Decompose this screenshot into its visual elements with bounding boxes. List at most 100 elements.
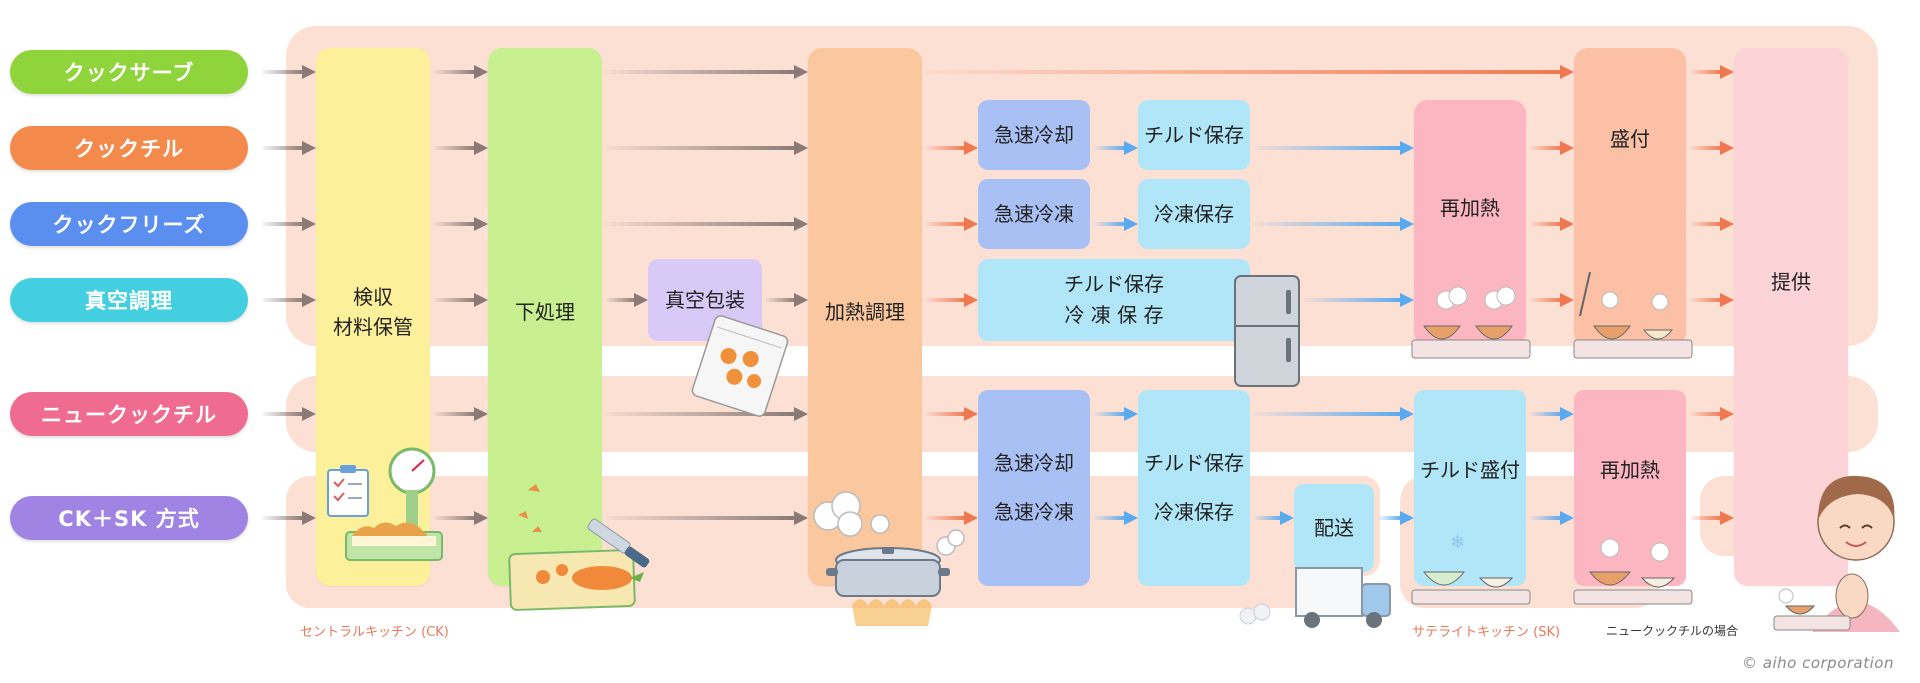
flow-arrow — [1690, 407, 1734, 421]
person-icon — [1773, 475, 1900, 632]
flow-arrow — [262, 407, 316, 421]
clipboard-icon — [327, 465, 369, 517]
method-new-cook-chill: ニュークックチル — [10, 392, 248, 436]
flow-arrow — [1690, 65, 1734, 79]
flow-arrow — [1530, 407, 1574, 421]
flow-arrow — [1254, 407, 1414, 421]
vacuum-frozen-storage-label: 冷 凍 保 存 — [1064, 303, 1164, 327]
flow-arrow — [606, 407, 808, 421]
flow-arrow — [1304, 293, 1414, 307]
rapid-freeze-label-top: 急速冷凍 — [994, 201, 1074, 226]
prep-column: 下処理 — [488, 48, 602, 586]
method-cook-freeze: クックフリーズ — [10, 202, 248, 246]
method-cook-serve: クックサーブ — [10, 50, 248, 94]
chilled-storage-label-top: チルド保存 — [1144, 122, 1244, 147]
truck-icon — [1239, 567, 1391, 628]
flow-arrow — [1254, 217, 1414, 231]
flow-arrow — [926, 511, 978, 525]
reheat-label-top: 再加熱 — [1440, 196, 1500, 220]
flow-arrow — [1094, 511, 1138, 525]
cutting-board-icon — [508, 484, 650, 611]
vacuum-storage-box: チルド保存 冷 凍 保 存 — [978, 259, 1250, 341]
flow-arrow — [606, 65, 808, 79]
flow-arrow — [926, 141, 978, 155]
flow-arrow — [262, 293, 316, 307]
flow-arrow — [1690, 293, 1734, 307]
prep-label: 下処理 — [515, 300, 575, 324]
method-ck-sk: CK＋SK 方式 — [10, 496, 248, 540]
chilled-bowl-tray-icon: ❄ — [1411, 532, 1531, 605]
plating-tray-icon — [1573, 271, 1693, 359]
flow-arrow — [1254, 511, 1294, 525]
flow-arrow — [434, 293, 488, 307]
flow-arrow — [1378, 511, 1414, 525]
flow-arrow — [606, 511, 808, 525]
pot-icon — [826, 547, 950, 626]
flow-arrow — [926, 217, 978, 231]
satellite-kitchen-label: サテライトキッチン (SK) — [1412, 625, 1561, 640]
flow-arrow — [434, 217, 488, 231]
flow-arrow — [1530, 141, 1574, 155]
frozen-storage-label-top: 冷凍保存 — [1154, 201, 1234, 226]
plating-label: 盛付 — [1610, 127, 1650, 151]
flow-arrow — [606, 141, 808, 155]
delivery-label: 配送 — [1314, 515, 1354, 540]
flow-arrow — [434, 65, 488, 79]
flow-arrow — [926, 65, 1574, 79]
method-cook-chill: クックチル — [10, 126, 248, 170]
chilled-storage-box-top: チルド保存 — [1138, 100, 1250, 170]
flow-arrow — [1530, 293, 1574, 307]
bowl-tray-icon — [1411, 286, 1531, 359]
central-kitchen-label: セントラルキッチン (CK) — [300, 625, 449, 640]
flow-arrow — [926, 293, 978, 307]
flow-arrow — [606, 217, 808, 231]
copyright-label: © aiho corporation — [1742, 654, 1894, 672]
rapid-freeze-label-bottom: 急速冷凍 — [994, 500, 1074, 524]
rapid-chill-box-top: 急速冷却 — [978, 100, 1090, 170]
inspection-label: 検収 — [353, 285, 393, 309]
flow-arrow — [262, 511, 316, 525]
flow-arrow — [1094, 217, 1138, 231]
heat-cook-label: 加熱調理 — [825, 300, 905, 324]
flow-arrow — [262, 217, 316, 231]
vacuum-pack-label: 真空包装 — [665, 287, 745, 312]
flow-arrow — [1254, 141, 1414, 155]
steam-icon — [813, 491, 965, 556]
frozen-storage-box-top: 冷凍保存 — [1138, 179, 1250, 249]
flow-arrow — [434, 141, 488, 155]
flow-arrow — [1094, 407, 1138, 421]
flow-arrow — [1690, 511, 1734, 525]
flow-arrow — [434, 511, 488, 525]
storage-box-bottom: チルド保存 冷凍保存 — [1138, 390, 1250, 586]
plating-column: 盛付 — [1574, 48, 1686, 346]
rapid-chill-label-bottom: 急速冷却 — [994, 451, 1074, 475]
chilled-storage-label-bottom: チルド保存 — [1144, 451, 1244, 475]
flow-arrow — [262, 65, 316, 79]
chilled-plating-box: チルド盛付 — [1414, 390, 1526, 586]
frozen-storage-label-bottom: 冷凍保存 — [1154, 500, 1234, 524]
flow-arrow — [434, 407, 488, 421]
serve-label: 提供 — [1771, 270, 1811, 294]
material-storage-label: 材料保管 — [333, 315, 413, 339]
flow-arrow — [1530, 217, 1574, 231]
heat-cook-column: 加熱調理 — [808, 48, 922, 586]
rapid-freeze-box-top: 急速冷凍 — [978, 179, 1090, 249]
flow-arrow — [1690, 141, 1734, 155]
flow-arrow — [766, 293, 808, 307]
reheat-label-bottom: 再加熱 — [1600, 457, 1660, 482]
svg-text:❄: ❄ — [1450, 532, 1465, 553]
method-vacuum-cook: 真空調理 — [10, 278, 248, 322]
vacuum-chilled-storage-label: チルド保存 — [1064, 272, 1164, 296]
flow-arrow — [1530, 511, 1574, 525]
flow-arrow — [1690, 217, 1734, 231]
flow-arrow — [606, 293, 648, 307]
refrigerator-icon — [1234, 275, 1300, 387]
vacuum-bag-icon — [691, 315, 789, 417]
new-cook-chill-case-label: ニュークックチルの場合 — [1606, 624, 1739, 638]
flow-arrow — [1094, 141, 1138, 155]
flow-arrow — [262, 141, 316, 155]
flow-arrow — [926, 407, 978, 421]
rapid-chill-label-top: 急速冷却 — [994, 122, 1074, 147]
